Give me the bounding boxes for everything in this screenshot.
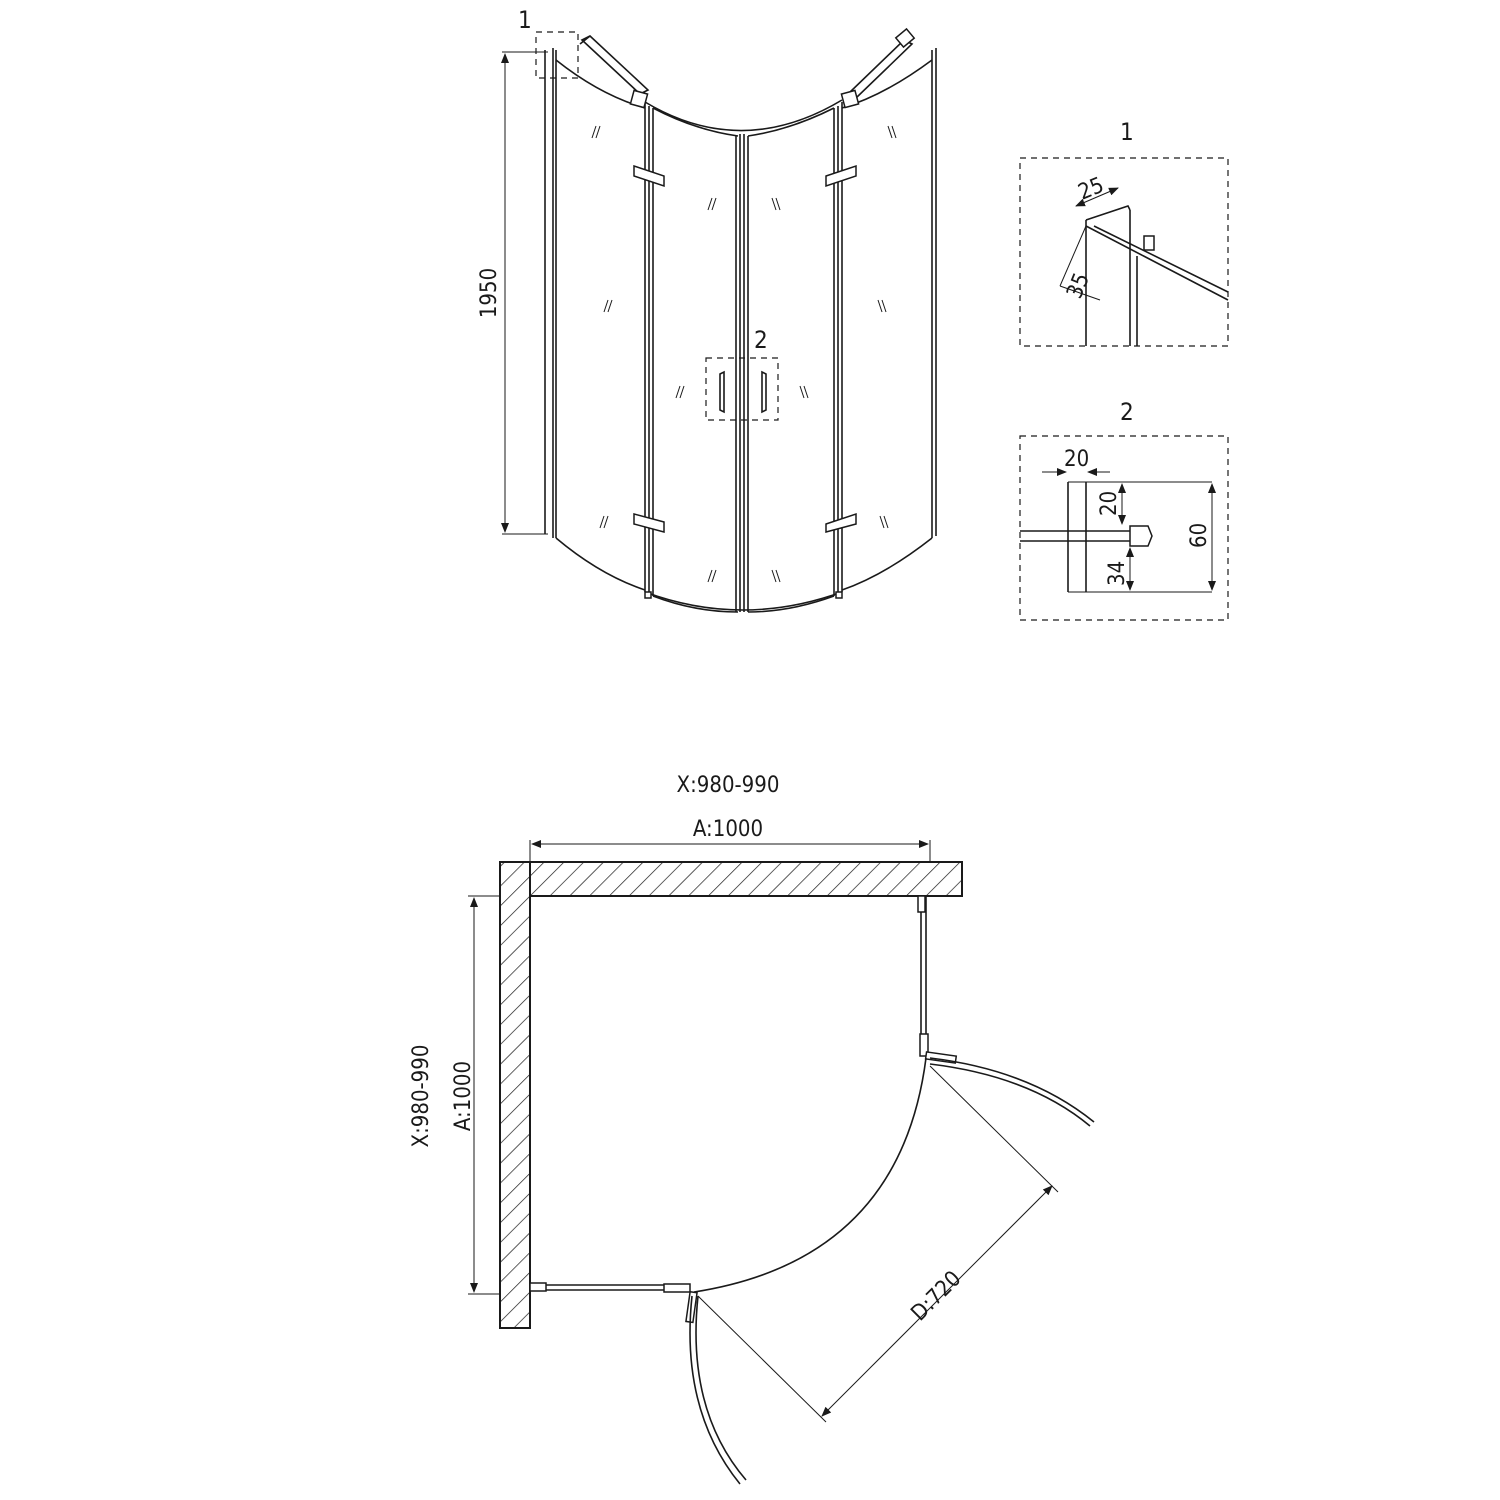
hinges [633, 164, 857, 533]
height-dimension: 1950 [477, 51, 548, 535]
plan-x-range-top: X:980-990 [677, 773, 780, 798]
right-door [743, 106, 839, 613]
handle-right [761, 370, 767, 414]
top-arc [644, 99, 843, 132]
left-wall-brace [579, 35, 650, 109]
detail-2-dim-lower: 34 [1105, 561, 1130, 586]
plan-bottom-fixed-panel [529, 1282, 691, 1293]
door-handles: 2 [705, 326, 779, 421]
hinge-right-bottom [825, 512, 857, 533]
foot-left [644, 591, 652, 599]
bottom-arc [644, 591, 843, 611]
plan-x-range-side: X:980-990 [409, 1045, 434, 1148]
plan-door-closed-arc [693, 1057, 927, 1293]
detail-1-title: 1 [1120, 118, 1134, 146]
handle-left [719, 370, 725, 414]
plan-right-fixed-panel [917, 895, 929, 1057]
foot-right [835, 591, 843, 599]
plan-right-door [924, 1051, 1095, 1127]
hinge-right-top [825, 164, 857, 188]
wall-top [500, 861, 963, 897]
detail-2-title: 2 [1120, 398, 1134, 426]
plan-door-width-dimension: D:720 [697, 1065, 1059, 1423]
left-door [648, 106, 741, 613]
detail-2-dim-upper: 20 [1097, 491, 1122, 516]
hinge-left-top [633, 164, 665, 188]
detail-1-dim-b: 35 [1062, 270, 1095, 303]
detail-2-dim-total: 60 [1187, 523, 1212, 548]
detail-1-dim-a: 25 [1075, 173, 1108, 206]
callout-1-front: 1 [518, 6, 579, 79]
callout-1-label: 1 [518, 6, 532, 34]
plan-a-top: A:1000 [693, 817, 763, 842]
right-wall-brace [840, 27, 916, 109]
detail-1: 1 25 35 [1019, 118, 1229, 347]
hinge-left-bottom [633, 513, 665, 533]
detail-2: 2 20 20 34 60 [1019, 398, 1229, 621]
plan-door-width: D:720 [907, 1266, 967, 1326]
plan-left-door [685, 1290, 747, 1485]
glass-marks [591, 125, 897, 583]
detail-2-dim-top: 20 [1064, 447, 1089, 472]
front-view: 1950 1 [477, 6, 937, 613]
wall-left [499, 861, 531, 1329]
callout-2-label: 2 [754, 326, 768, 354]
height-label: 1950 [477, 268, 502, 318]
left-fixed-panel [544, 48, 646, 592]
plan-a-side: A:1000 [451, 1061, 476, 1131]
plan-view: X:980-990 A:1000 X:980-990 A:1000 [409, 773, 1095, 1485]
